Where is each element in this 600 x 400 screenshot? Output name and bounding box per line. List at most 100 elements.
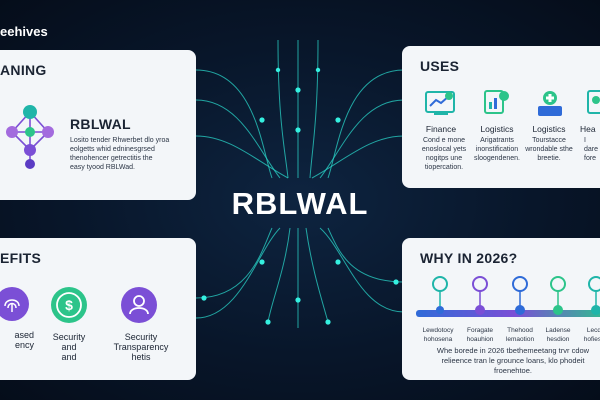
uses-desc-line: dare (584, 146, 599, 153)
uses-item-desc: Tourstacce wrondable sthe breetie. (520, 136, 578, 163)
why-desc-line: froenehtoe. (494, 366, 532, 375)
uses-desc-line: wrondable sthe (525, 146, 573, 153)
meaning-card: ANING RBLWAL Losito tender Rhwerbet dlo … (0, 50, 196, 200)
benefits-label-line: and (61, 342, 77, 352)
connector-node (393, 279, 399, 285)
benefits-label-line: and (61, 352, 77, 362)
benefits-item-label: ased ency (0, 330, 34, 350)
why-card: WHY IN 2026? (402, 238, 600, 380)
svg-text:$: $ (65, 297, 73, 313)
timeline-graphic (416, 276, 600, 317)
timeline-step (588, 276, 600, 315)
connector-line (327, 227, 405, 283)
timeline-label: Ladense hesdion (538, 326, 578, 344)
uses-desc-line: Arigatrants (480, 137, 514, 144)
timeline-label-line: Lewdotocy (422, 327, 454, 334)
why-title: WHY IN 2026? (420, 250, 518, 266)
benefits-label-line: Security (124, 332, 158, 342)
connector-line (195, 99, 281, 179)
meaning-description: Losito tender Rhwerbet dlo yroa eolgetts… (70, 136, 190, 172)
connector-line (309, 39, 319, 179)
connector-line (267, 227, 291, 323)
connector-line (305, 227, 329, 323)
health-icon (587, 90, 600, 114)
benefits-label-line: ased (14, 330, 34, 340)
logistics-icon (484, 90, 509, 114)
benefits-item-label: Security and and (42, 332, 96, 362)
connector-line (195, 135, 289, 179)
timeline-step (432, 276, 448, 314)
timeline-label: Thehood lemaotion (500, 326, 540, 344)
timeline-label: Lecdr hofiesio (578, 326, 600, 344)
connector-node (295, 127, 301, 133)
timeline-label-line: Thehood (507, 327, 533, 334)
uses-desc-line: tiopercation. (424, 164, 464, 171)
uses-desc-line: Cond e mone (422, 137, 466, 144)
timeline-label-line: hesdion (546, 336, 570, 343)
timeline-label-line: hofiesio (583, 336, 600, 343)
benefits-title: EFITS (0, 250, 42, 266)
timeline-label-line: hohosena (423, 336, 453, 343)
uses-item-desc: Arigatrants inonstification sloogendenen… (468, 136, 526, 163)
why-description: Whe borede in 2026 tbethemeetang trvr cd… (418, 346, 600, 376)
uses-desc-line: inonstification (475, 146, 519, 153)
uses-desc-line: Tourstacce (532, 137, 566, 144)
benefits-label-line: hetis (131, 352, 151, 362)
timeline-step (550, 276, 566, 315)
timeline-label: Lewdotocy hohosena (418, 326, 458, 344)
meaning-subtitle: RBLWAL (70, 116, 131, 132)
meaning-desc-line: easy tyood RBLWad. (70, 164, 135, 171)
why-desc-line: relieence tran le grounce loans, klo pho… (441, 356, 585, 365)
uses-item-label: Logistics (532, 124, 566, 134)
brand-name: eehives (0, 24, 48, 39)
meaning-desc-line: thenohencer getrectitis the (70, 155, 153, 162)
uses-desc-line: fore (584, 155, 597, 162)
meaning-title: ANING (0, 62, 47, 78)
connector-node (295, 87, 301, 93)
benefits-label-line: Security (52, 332, 86, 342)
connector-line (195, 227, 281, 319)
connector-line (311, 135, 405, 179)
connector-node (259, 117, 265, 123)
meaning-desc-line: Losito tender Rhwerbet dlo yroa (70, 137, 170, 144)
timeline-step (472, 276, 488, 315)
connector-node (259, 259, 265, 265)
uses-desc-line: nogitps une (425, 155, 463, 162)
uses-item-desc: I dare fore (584, 136, 600, 163)
connector-line (319, 227, 405, 313)
uses-item-label: Hea (580, 124, 596, 134)
uses-item-desc: Cond e mone enoslocal yets nogitps une t… (416, 136, 472, 172)
connector-line (277, 39, 289, 179)
medical-kit-icon (538, 91, 562, 116)
uses-card: USES Finance Cond e mone enoslocal yets … (402, 46, 600, 188)
uses-desc-line: I (584, 137, 586, 144)
uses-item-label: Finance (425, 124, 457, 134)
connector-node (335, 259, 341, 265)
benefits-card: EFITS ased ency $ Security and and Secur… (0, 238, 196, 380)
uses-title: USES (420, 58, 460, 74)
connector-node (335, 117, 341, 123)
benefits-label-line: Transparency (113, 342, 169, 352)
timeline-step (512, 276, 528, 315)
connector-node (325, 319, 331, 325)
uses-desc-line: enoslocal yets (421, 146, 467, 153)
fingerprint-icon (0, 287, 29, 321)
benefits-label-line: ency (14, 340, 34, 350)
uses-desc-line: breetie. (537, 155, 561, 162)
security-coin-icon: $ (51, 287, 87, 323)
finance-chart-icon (425, 91, 455, 115)
user-shield-icon (121, 287, 157, 323)
meaning-desc-line: eolgetts whid edninesgrsed (70, 146, 155, 153)
connector-node (295, 297, 301, 303)
timeline-label-line: Foragate (466, 327, 494, 334)
connector-line (195, 227, 273, 299)
center-title: RBLWAL (231, 186, 369, 221)
timeline-label-line: Ladense (545, 327, 571, 334)
connector-node (265, 319, 271, 325)
why-desc-line: Whe borede in 2026 tbethemeetang trvr cd… (436, 346, 590, 355)
connector-node (315, 67, 321, 73)
benefits-item-label: Security Transparency hetis (104, 332, 178, 362)
timeline-label-line: lemaotion (505, 336, 535, 343)
timeline-label-line: hoauhion (466, 336, 494, 343)
